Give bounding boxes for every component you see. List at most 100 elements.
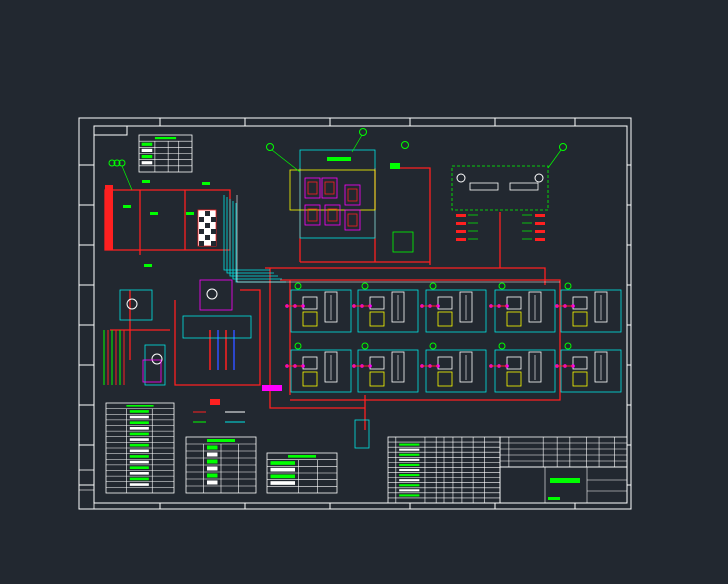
cylinder-symbol (324, 291, 338, 323)
pipe-line (265, 267, 546, 285)
table-cell-text (270, 467, 295, 472)
drawing-title (550, 478, 580, 483)
signal-line (223, 195, 270, 271)
table-cell-text (399, 468, 420, 472)
valve-spool (307, 181, 318, 195)
gauge-symbol (456, 173, 466, 183)
filter-cell (205, 211, 210, 216)
table-cell-text (399, 489, 420, 492)
pressure-tag (262, 385, 282, 391)
callout-bubble (564, 282, 572, 290)
valve-module (352, 282, 419, 333)
valve-module (285, 342, 352, 393)
cylinder-symbol (391, 351, 405, 383)
manifold-frame (182, 315, 252, 339)
valve-block (321, 177, 338, 199)
legend-mark (210, 399, 220, 405)
callout-bubble (294, 342, 302, 350)
pump-frame (119, 289, 153, 321)
valve-spool (307, 208, 318, 222)
valve-spool (347, 213, 358, 227)
accumulator-frame (142, 359, 162, 383)
label-bubble (113, 159, 121, 167)
signal-line (232, 201, 282, 280)
table-cell-text (207, 452, 218, 457)
valve-block (304, 177, 321, 199)
cylinder-symbol (528, 351, 542, 383)
callout-bubble (359, 128, 367, 136)
cylinder-frame (451, 165, 549, 211)
outer-border (78, 117, 632, 510)
table-cell-text (399, 484, 420, 487)
callout-bubble (401, 141, 409, 149)
directional-valve (437, 296, 453, 310)
green-tag (123, 205, 131, 208)
table-cell-text (399, 479, 420, 482)
table-cell-text (207, 473, 218, 478)
filter-cell (199, 241, 204, 246)
valve-block (344, 209, 361, 231)
module-frame (290, 349, 352, 393)
filter-cell (199, 217, 204, 222)
check-valve (506, 311, 522, 327)
directional-valve (302, 356, 318, 370)
leader-line (351, 134, 363, 153)
tables (78, 134, 628, 510)
drain-line (236, 195, 560, 283)
module-frame (357, 349, 419, 393)
gauge-symbol (534, 173, 544, 183)
directional-valve (369, 356, 385, 370)
green-tag (186, 212, 194, 215)
port-label (456, 238, 466, 241)
table-cell-text (129, 455, 149, 458)
pump-symbol (151, 353, 163, 365)
cylinder-symbol (459, 351, 473, 383)
port-label (535, 214, 545, 217)
valve-module (555, 342, 622, 393)
table-cell-text (129, 410, 149, 413)
title-block (499, 466, 628, 504)
components (103, 128, 567, 449)
table-cell-text (141, 155, 153, 159)
filter-cell (211, 217, 216, 222)
label-bubble (108, 159, 116, 167)
hydraulic-lines (104, 167, 561, 430)
green-tag (202, 182, 210, 185)
directional-valve (506, 356, 522, 370)
table-cell-text (399, 448, 420, 451)
table-cell-text (141, 142, 153, 146)
green-tag (150, 212, 158, 215)
signal-line (226, 197, 274, 274)
port-label (535, 230, 545, 233)
pipe-line (395, 167, 431, 265)
module-frame (425, 289, 487, 333)
module-frame (425, 349, 487, 393)
table-cell-text (129, 477, 149, 481)
pipe-line (280, 279, 561, 401)
port-label (456, 214, 466, 217)
port-label (456, 222, 466, 225)
callout-bubble (361, 282, 369, 290)
pump-symbol (206, 288, 218, 300)
gauge-label (390, 163, 400, 169)
table-cell-text (270, 461, 295, 465)
valve-spool (324, 181, 335, 195)
leader-line (547, 149, 562, 169)
bottom-valve (354, 419, 370, 449)
module-frame (494, 349, 556, 393)
green-tag (142, 180, 150, 183)
callout-bubble (429, 342, 437, 350)
signal-line (229, 199, 278, 277)
directional-valve (572, 296, 588, 310)
green-tag (144, 264, 152, 267)
table-cell-text (129, 466, 149, 469)
callout-bubble (266, 143, 274, 151)
valve-module (285, 282, 352, 333)
cylinder-symbol (594, 291, 608, 323)
valve-module (555, 282, 622, 333)
table-cell-text (129, 449, 149, 453)
border-ticks (79, 118, 631, 509)
module-frame (290, 289, 352, 333)
drawing-sheet (78, 117, 632, 510)
